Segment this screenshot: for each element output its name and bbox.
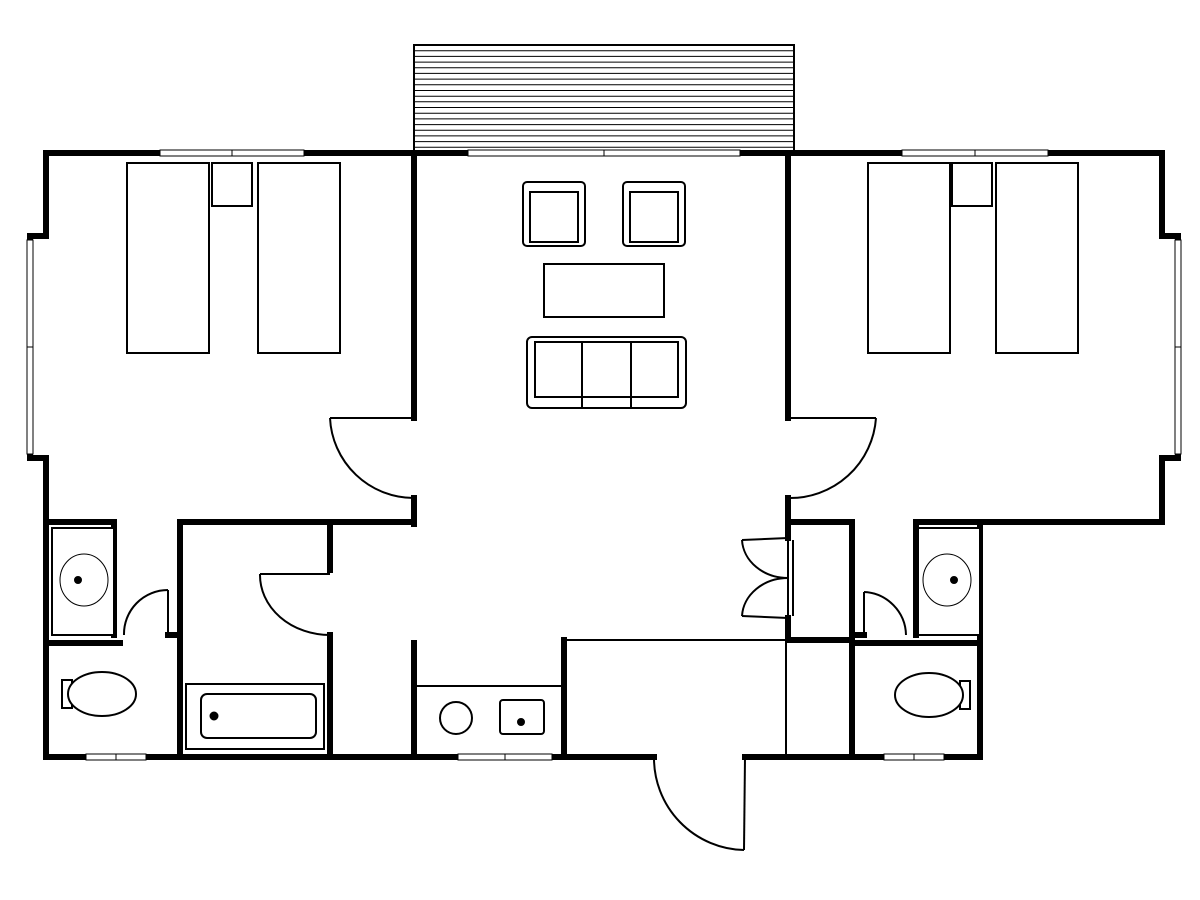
sink-left (51, 527, 115, 636)
toilet-left (61, 671, 137, 717)
door-entry[interactable] (652, 756, 746, 851)
door-right-bedroom[interactable] (787, 417, 877, 500)
coffee-table (543, 263, 665, 318)
window-right-bath-bottom (883, 753, 945, 761)
toilet-right (894, 672, 971, 718)
armchair-left (522, 181, 586, 247)
bathtub (185, 683, 325, 750)
window-living-top (467, 149, 741, 157)
sofa (526, 336, 687, 409)
kitchen-sink (499, 699, 545, 735)
doors (122, 417, 907, 851)
kitchen-drain (517, 718, 525, 726)
window-kitchen-bottom (457, 753, 553, 761)
right-bedroom-furniture (867, 162, 1079, 354)
door-left-bedroom[interactable] (329, 417, 415, 500)
left-bath-fixtures (51, 527, 137, 717)
nightstand-left (211, 162, 253, 207)
armchair-right (622, 181, 686, 247)
sink-right (917, 527, 981, 636)
kitchenette-fixtures (439, 699, 545, 735)
door-closet-double[interactable] (741, 537, 794, 619)
deck (413, 44, 795, 154)
bed-left-1 (126, 162, 210, 354)
thin-partitions (414, 639, 788, 757)
left-bedroom-furniture (126, 162, 341, 354)
window-left-bay (26, 239, 34, 455)
right-bath-fixtures (894, 527, 981, 718)
windows (26, 149, 1182, 761)
deck-slats (414, 50, 794, 148)
window-left-bedroom-top (159, 149, 305, 157)
door-center-bath[interactable] (258, 573, 331, 636)
window-left-bath-bottom (85, 753, 147, 761)
living-room-furniture (522, 181, 687, 409)
window-right-bay (1174, 239, 1182, 455)
bed-right-2 (995, 162, 1079, 354)
bed-right-1 (867, 162, 951, 354)
bed-left-2 (257, 162, 341, 354)
nightstand-right (951, 162, 993, 207)
door-right-bath[interactable] (863, 591, 907, 636)
wall-exterior-right-lower (977, 519, 1165, 760)
door-left-bath[interactable] (122, 589, 169, 636)
deck-outline (413, 44, 795, 154)
cooktop (439, 701, 473, 735)
window-right-bedroom-top (901, 149, 1049, 157)
